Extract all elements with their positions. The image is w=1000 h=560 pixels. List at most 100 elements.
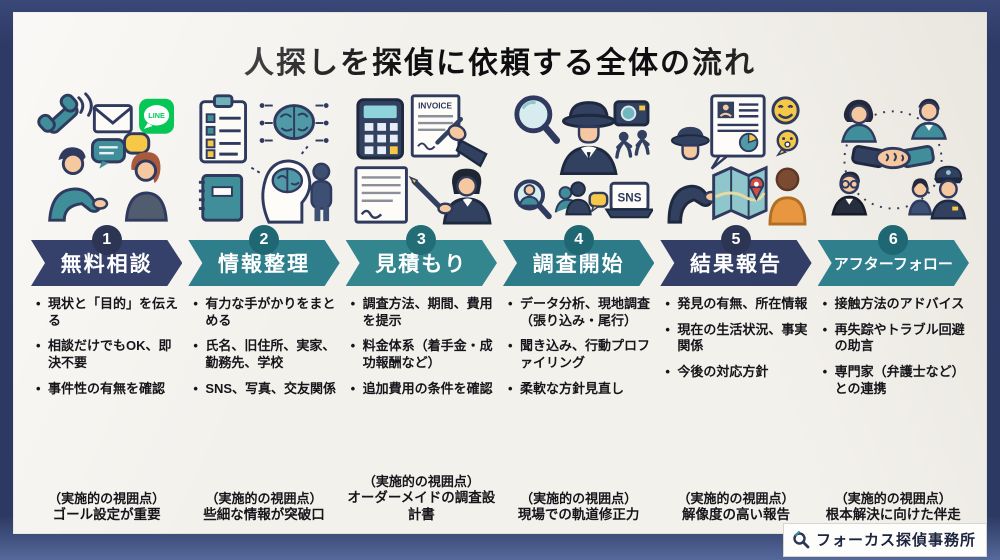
man-teal-illustration (911, 98, 948, 140)
note-heading: （実施的の視囲点） (520, 491, 638, 507)
notebook-icon (198, 174, 244, 222)
step-banner-6: 6 アフターフォロー (818, 225, 969, 286)
step-label: 情報整理 (217, 253, 310, 276)
step-label: 無料相談 (60, 253, 153, 276)
step-bullets: 接触方法のアドバイス 再失踪やトラブル回避の助言 専門家（弁護士など）との連携 (818, 296, 969, 406)
note-text: ゴール設定が重要 (52, 507, 161, 523)
sns-laptop-icon: SNS (604, 181, 653, 219)
step-number-badge: 2 (248, 225, 279, 255)
invoice-signing-icon: INVOICE (411, 94, 489, 168)
happy-face-icon (771, 96, 800, 125)
line-icon: LINE (138, 98, 174, 134)
step-number-badge: 6 (878, 225, 909, 255)
report-document-icon (710, 94, 766, 170)
step-column-4: SNS 4 調査開始 データ分析、現地調査（張り込み・尾行） 聞き込み、行動プロ… (503, 90, 654, 534)
bullet-item: データ分析、現地調査（張り込み・尾行） (507, 296, 652, 329)
person-figure-icon (310, 162, 333, 222)
magnifier-logo-icon (793, 530, 810, 548)
page-title: 人探しを探偵に依頼する全体の流れ (244, 47, 756, 80)
contract-pen-icon (354, 166, 445, 224)
note-heading: （実施的の視囲点） (677, 491, 795, 507)
step-number-badge: 4 (563, 225, 594, 255)
brand-name: フォーカス探偵事務所 (815, 532, 976, 549)
detective-with-map-illustration (667, 126, 768, 224)
woman-teal-illustration (841, 99, 878, 143)
step-column-1: LINE (31, 90, 182, 534)
report-illustration (660, 90, 811, 226)
information-illustration (188, 90, 339, 226)
step-number-badge: 1 (91, 225, 122, 255)
step-bullets: 発見の有無、所在情報 現在の生活状況、事実関係 今後の対応方針 (660, 296, 811, 390)
brand-badge: フォーカス探偵事務所 (782, 523, 987, 557)
bullet-item: 有力な手がかりをまとめる (192, 296, 337, 329)
interview-group-icon (554, 181, 609, 216)
step-label: 見積もり (375, 253, 468, 276)
walking-people-icon (614, 129, 650, 159)
detective-illustration (559, 101, 618, 175)
step-note: （実施的の視囲点） 些細な情報が突破口 (188, 488, 339, 524)
bullet-item: 追加費用の条件を確認 (350, 381, 495, 398)
bullet-item: 発見の有無、所在情報 (664, 296, 809, 313)
bullet-item: 現状と「目的」を伝える (35, 296, 180, 329)
note-heading: （実施的の視囲点） (834, 491, 952, 507)
mail-icon (92, 104, 133, 134)
step-column-3: INVOICE (346, 90, 497, 534)
process-flow: LINE (13, 82, 987, 534)
after-follow-illustration (818, 90, 969, 226)
step-banner-2: 2 情報整理 (188, 225, 339, 286)
client-back-view-illustration (768, 167, 807, 226)
step-bullets: データ分析、現地調査（張り込み・尾行） 聞き込み、行動プロファイリング 柔軟な方… (503, 296, 654, 406)
digital-brain-icon (259, 103, 329, 143)
note-text: オーダーメイドの調査設計書 (347, 490, 496, 523)
svg-text:LINE: LINE (148, 111, 165, 120)
thinking-head-icon (250, 145, 312, 224)
bullet-item: 現在の生活状況、事実関係 (664, 322, 809, 355)
magnifier-icon (514, 95, 560, 144)
step-number-badge: 5 (720, 225, 751, 255)
bullet-item: 調査方法、期間、費用を提示 (350, 296, 495, 329)
bullet-item: 聞き込み、行動プロファイリング (507, 338, 652, 371)
bullet-item: 今後の対応方針 (664, 364, 809, 381)
calculator-icon (356, 98, 405, 160)
bullet-item: 専門家（弁護士など）との連携 (822, 364, 967, 397)
step-banner-5: 5 結果報告 (660, 225, 811, 286)
step-banner-3: 3 見積もり (346, 225, 497, 286)
svg-text:SNS: SNS (617, 192, 641, 205)
bullet-item: SNS、写真、交友関係 (192, 381, 337, 398)
camera-icon (613, 100, 650, 127)
speech-bubbles-icon (90, 132, 150, 169)
agent-woman-illustration (437, 168, 492, 225)
step-ribbon: アフターフォロー (818, 240, 969, 286)
svg-text:INVOICE: INVOICE (418, 101, 452, 110)
step-banner-4: 4 調査開始 (503, 225, 654, 286)
content-panel: 人探しを探偵に依頼する全体の流れ (13, 12, 987, 534)
note-text: 現場での軌道修正力 (517, 507, 640, 523)
note-heading: （実施的の視囲点） (48, 491, 166, 507)
step-note: （実施的の視囲点） 根本解決に向けた伴走 (818, 488, 969, 524)
step-column-5: 5 結果報告 発見の有無、所在情報 現在の生活状況、事実関係 今後の対応方針 （… (660, 90, 811, 534)
phone-icon (36, 92, 93, 134)
police-officer-illustration (908, 165, 967, 220)
bullet-item: 柔軟な方針見直し (507, 381, 652, 398)
step-bullets: 調査方法、期間、費用を提示 料金体系（着手金・成功報酬など） 追加費用の条件を確… (346, 296, 497, 406)
bullet-item: 接触方法のアドバイス (822, 296, 967, 313)
step-banner-1: 1 無料相談 (31, 225, 182, 286)
talking-people-illustration (47, 147, 168, 222)
step-label: 調査開始 (532, 253, 625, 276)
note-text: 解像度の高い報告 (681, 507, 790, 523)
handshake-icon (851, 145, 936, 170)
bullet-item: 料金体系（着手金・成功報酬など） (350, 338, 495, 371)
step-label: 結果報告 (689, 253, 782, 276)
step-column-6: 6 アフターフォロー 接触方法のアドバイス 再失踪やトラブル回避の助言 専門家（… (818, 90, 969, 534)
step-number-badge: 3 (406, 225, 437, 255)
step-bullets: 現状と「目的」を伝える 相談だけでもOK、即決不要 事件性の有無を確認 (31, 296, 182, 406)
checklist-clipboard-icon (199, 94, 247, 164)
note-text: 根本解決に向けた伴走 (825, 507, 961, 523)
step-column-2: 2 情報整理 有力な手がかりをまとめる 氏名、旧住所、実家、勤務先、学校 SNS… (188, 90, 339, 534)
bullet-item: 再失踪やトラブル回避の助言 (822, 322, 967, 355)
step-note: （実施的の視囲点） ゴール設定が重要 (31, 488, 182, 524)
bullet-item: 氏名、旧住所、実家、勤務先、学校 (192, 338, 337, 371)
estimate-illustration: INVOICE (346, 90, 497, 226)
step-bullets: 有力な手がかりをまとめる 氏名、旧住所、実家、勤務先、学校 SNS、写真、交友関… (188, 296, 339, 406)
